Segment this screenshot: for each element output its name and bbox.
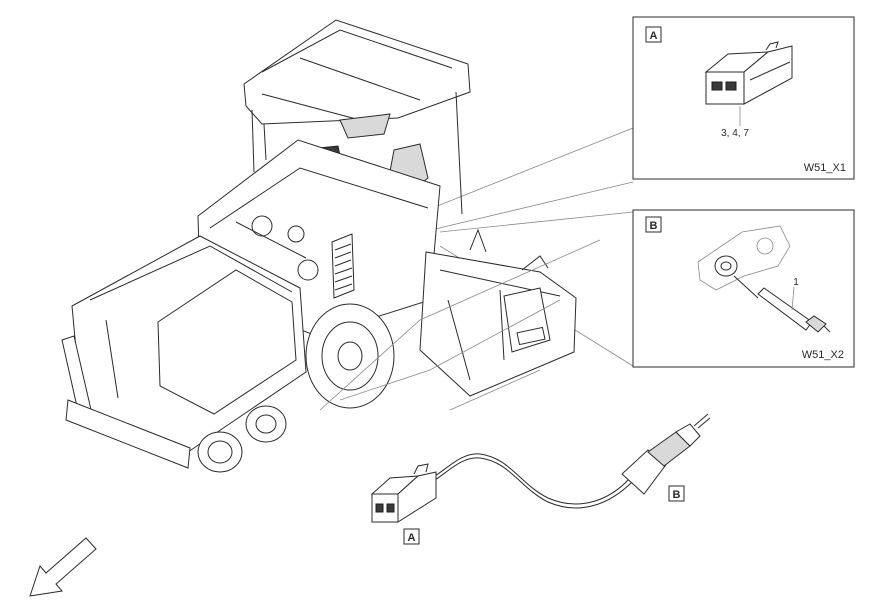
callout-a-tag-box bbox=[645, 26, 662, 43]
connector-x1-icon bbox=[704, 41, 793, 105]
harness-sensor-b-icon bbox=[621, 413, 711, 495]
sensor-x2-icon bbox=[697, 225, 831, 333]
direction-arrow-icon bbox=[29, 537, 97, 597]
harness-connector-a-icon bbox=[370, 463, 437, 523]
callout-b-tag-box bbox=[645, 216, 662, 233]
radiator-grille bbox=[331, 233, 355, 299]
watermark-shapes bbox=[319, 239, 601, 411]
callout-box-a: A 3, 4, 7 W51_X1 bbox=[632, 16, 855, 180]
paver-machine-drawing bbox=[61, 19, 634, 473]
wiring-harness: A B bbox=[370, 413, 711, 545]
callout-a-pin-label: 3, 4, 7 bbox=[721, 128, 749, 139]
callout-b-tag: B bbox=[650, 220, 658, 232]
harness-tag-b-box bbox=[668, 485, 685, 502]
harness-tag-b: B bbox=[673, 489, 681, 501]
callout-a-code: W51_X1 bbox=[804, 162, 846, 174]
rear-wheel bbox=[305, 303, 395, 409]
harness-tag-a-box bbox=[403, 528, 420, 545]
callout-box-b: B 1 W51_X2 bbox=[632, 209, 855, 368]
harness-tag-a: A bbox=[408, 532, 416, 544]
callout-b-code: W51_X2 bbox=[802, 349, 844, 361]
callout-b-pin-label: 1 bbox=[793, 277, 799, 288]
callout-a-tag: A bbox=[650, 30, 658, 42]
front-wheels bbox=[197, 405, 287, 473]
